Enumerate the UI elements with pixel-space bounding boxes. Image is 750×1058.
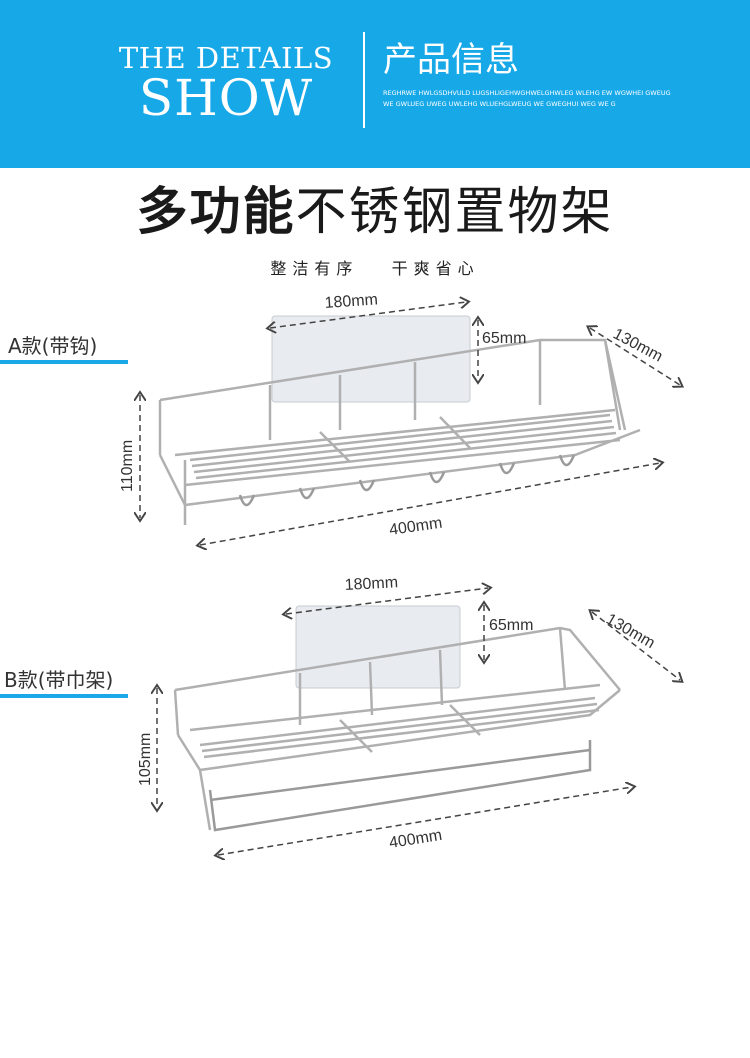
product-title-bold: 多功能 — [136, 183, 296, 242]
product-title-rest: 不锈钢置物架 — [295, 183, 614, 242]
shelf-a-dim-height: 110mm — [119, 440, 136, 492]
shelf-a-dim-plate: 65mm — [482, 330, 526, 347]
shelf-b-dim-height: 105mm — [137, 733, 154, 786]
banner-small-text: REGHRWE HWLGSDHVULD LUGSHLIGEHWGHWELGHWL… — [383, 89, 671, 108]
banner-cn-title: 产品信息 — [383, 40, 519, 80]
banner-title-line2: SHOW — [138, 69, 314, 127]
header-banner: THE DETAILS SHOW 产品信息 REGHRWE HWLGSDHVUL… — [0, 0, 750, 168]
shelf-a-dim-top-arrow — [270, 302, 466, 328]
variant-b-label: B款(带巾架) — [4, 668, 114, 692]
banner-divider — [363, 32, 365, 128]
variant-a-underline — [0, 360, 128, 364]
shelf-b-dim-length: 400mm — [388, 827, 443, 852]
shelf-a-dim-depth-arrow — [590, 328, 680, 385]
shelf-b-dim-top: 180mm — [344, 574, 398, 594]
variant-b-underline — [0, 694, 128, 698]
shelf-b-dim-plate: 65mm — [489, 617, 533, 634]
shelf-b-dim-depth: 130mm — [603, 611, 658, 652]
banner-title-line1: THE DETAILS — [118, 41, 334, 75]
product-subtitle: 整洁有序 干爽省心 — [270, 259, 480, 278]
shelf-a-dim-length-arrow — [200, 463, 660, 545]
variant-a-label: A款(带钩) — [8, 334, 98, 358]
product-title: 多功能不锈钢置物架 — [0, 182, 750, 244]
shelf-b-dim-depth-arrow — [592, 612, 680, 680]
shelf-a-dim-top: 180mm — [324, 291, 378, 312]
shelf-b-towel-bar — [208, 740, 592, 832]
shelf-b-dim-top-arrow — [286, 588, 488, 614]
